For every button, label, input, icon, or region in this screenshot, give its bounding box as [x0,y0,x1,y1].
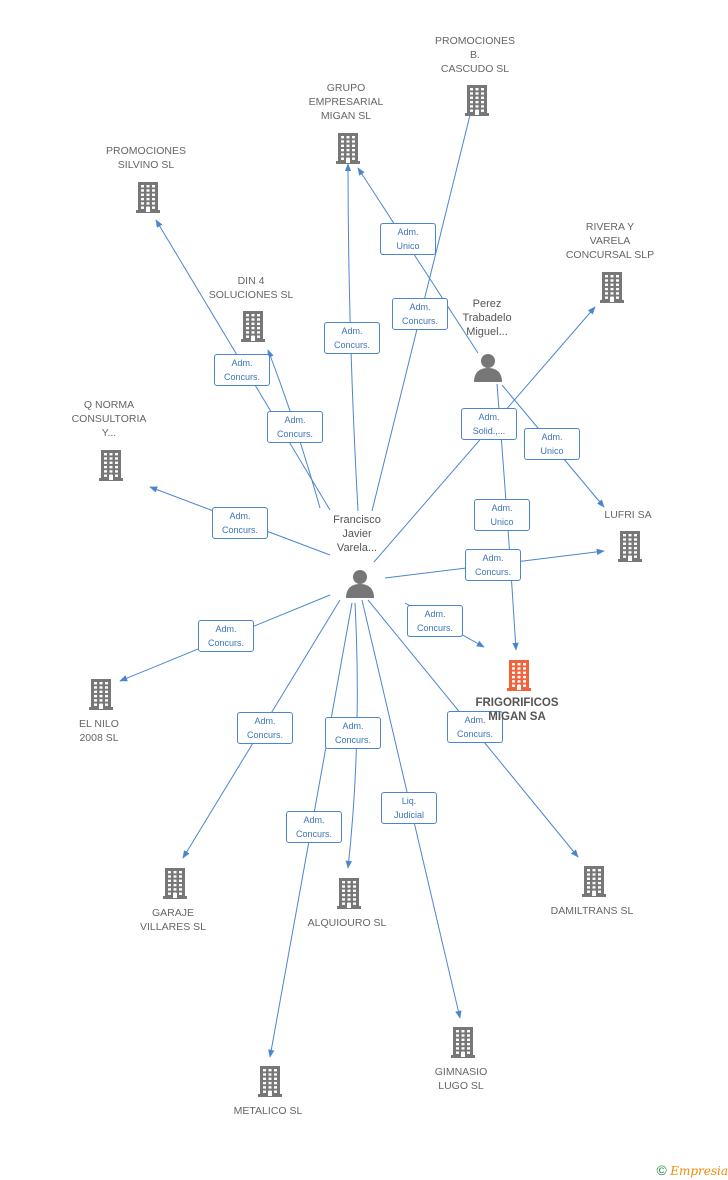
building-icon[interactable] [161,866,189,905]
edge-label-francisco-gimnasio[interactable]: Liq. Judicial [381,792,437,824]
edge-label-francisco-metalico[interactable]: Adm. Concurs. [286,811,342,843]
edge-label-francisco-grupo[interactable]: Adm. Concurs. [324,322,380,354]
node-label-qnorma[interactable]: Q NORMA CONSULTORIA Y... [71,399,147,439]
node-label-metalico[interactable]: METALICO SL [233,1105,303,1117]
building-icon[interactable] [598,270,626,309]
node-label-elnilo[interactable]: EL NILO 2008 SL [79,718,119,744]
edge-label-francisco-rivera[interactable]: Adm. Solid.,... [461,408,517,440]
node-label-alquiouro[interactable]: ALQUIOURO SL [307,917,387,929]
building-icon[interactable] [616,529,644,568]
building-icon[interactable] [256,1064,284,1103]
building-icon[interactable] [335,876,363,915]
building-icon[interactable] [97,448,125,487]
node-label-garaje[interactable]: GARAJE VILLARES SL [140,907,206,933]
node-label-din4[interactable]: DIN 4 SOLUCIONES SL [208,275,294,301]
brand-logo: Empresia [670,1164,728,1178]
building-icon[interactable] [87,677,115,716]
edge-label-perez-frigorificos[interactable]: Adm. Unico [474,499,530,531]
edge-label-francisco-damiltrans[interactable]: Adm. Concurs. [447,711,503,743]
edge-label-francisco-silvino[interactable]: Adm. Concurs. [214,354,270,386]
edge-label-francisco-elnilo[interactable]: Adm. Concurs. [198,620,254,652]
node-label-frigorificos[interactable]: FRIGORIFICOS MIGAN SA [475,697,559,723]
person-icon[interactable] [473,352,503,387]
edge-label-francisco-qnorma[interactable]: Adm. Concurs. [212,507,268,539]
node-label-lufri[interactable]: LUFRI SA [604,509,652,521]
node-label-perez[interactable]: Perez Trabadelo Miguel... [462,298,512,338]
node-label-rivera[interactable]: RIVERA Y VARELA CONCURSAL SLP [565,221,655,261]
node-label-francisco[interactable]: Francisco Javier Varela... [333,514,381,554]
building-icon[interactable] [449,1025,477,1064]
node-label-grupo[interactable]: GRUPO EMPRESARIAL MIGAN SL [308,82,384,122]
focus-building-icon[interactable] [505,658,533,697]
edge-perez-grupo [357,167,479,354]
node-label-damiltrans[interactable]: DAMILTRANS SL [550,905,634,917]
node-label-gimnasio[interactable]: GIMNASIO LUGO SL [434,1066,488,1092]
node-label-promociones_b[interactable]: PROMOCIONES B. CASCUDO SL [435,35,515,75]
edge-label-perez-grupo[interactable]: Adm. Unico [380,223,436,255]
copyright-mark: © [656,1162,667,1178]
node-label-silvino[interactable]: PROMOCIONES SILVINO SL [106,145,186,171]
building-icon[interactable] [463,83,491,122]
building-icon[interactable] [334,131,362,170]
building-icon[interactable] [580,864,608,903]
edge-label-francisco-alquiouro[interactable]: Adm. Concurs. [325,717,381,749]
person-icon[interactable] [345,568,375,603]
edge-label-francisco-lufri[interactable]: Adm. Concurs. [465,549,521,581]
edge-label-francisco-din4[interactable]: Adm. Concurs. [267,411,323,443]
building-icon[interactable] [239,309,267,348]
edge-label-francisco-frigorificos[interactable]: Adm. Concurs. [407,605,463,637]
edge-label-francisco-promociones_b[interactable]: Adm. Concurs. [392,298,448,330]
edge-label-perez-lufri[interactable]: Adm. Unico [524,428,580,460]
edge-label-francisco-garaje[interactable]: Adm. Concurs. [237,712,293,744]
footer-brand: © Empresia [657,1162,728,1178]
building-icon[interactable] [134,180,162,219]
